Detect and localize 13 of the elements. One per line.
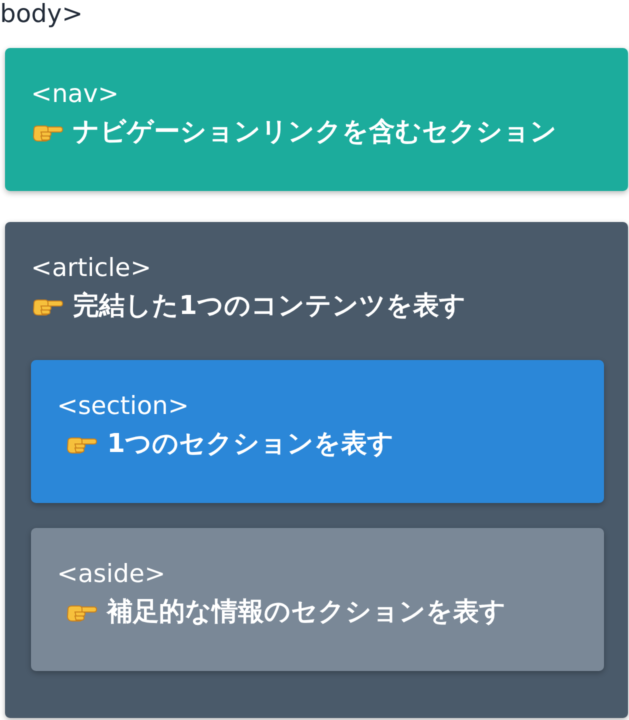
tag-name: <article> bbox=[31, 252, 152, 284]
tag-name: <nav> bbox=[31, 78, 119, 110]
tag-name: body> bbox=[0, 0, 83, 28]
description-text: 完結した1つのコンテンツを表す bbox=[73, 290, 466, 323]
element-panel bbox=[31, 528, 604, 671]
tag-name: <aside> bbox=[57, 558, 166, 590]
description-text: ナビゲーションリンクを含むセクション bbox=[73, 116, 557, 149]
tag-name: <section> bbox=[57, 390, 189, 422]
element-panel bbox=[5, 222, 628, 718]
element-panel bbox=[5, 48, 628, 191]
description-text: 1つのセクションを表す bbox=[107, 428, 394, 461]
description-text: 補足的な情報のセクションを表す bbox=[107, 596, 506, 629]
element-panel bbox=[31, 360, 604, 503]
